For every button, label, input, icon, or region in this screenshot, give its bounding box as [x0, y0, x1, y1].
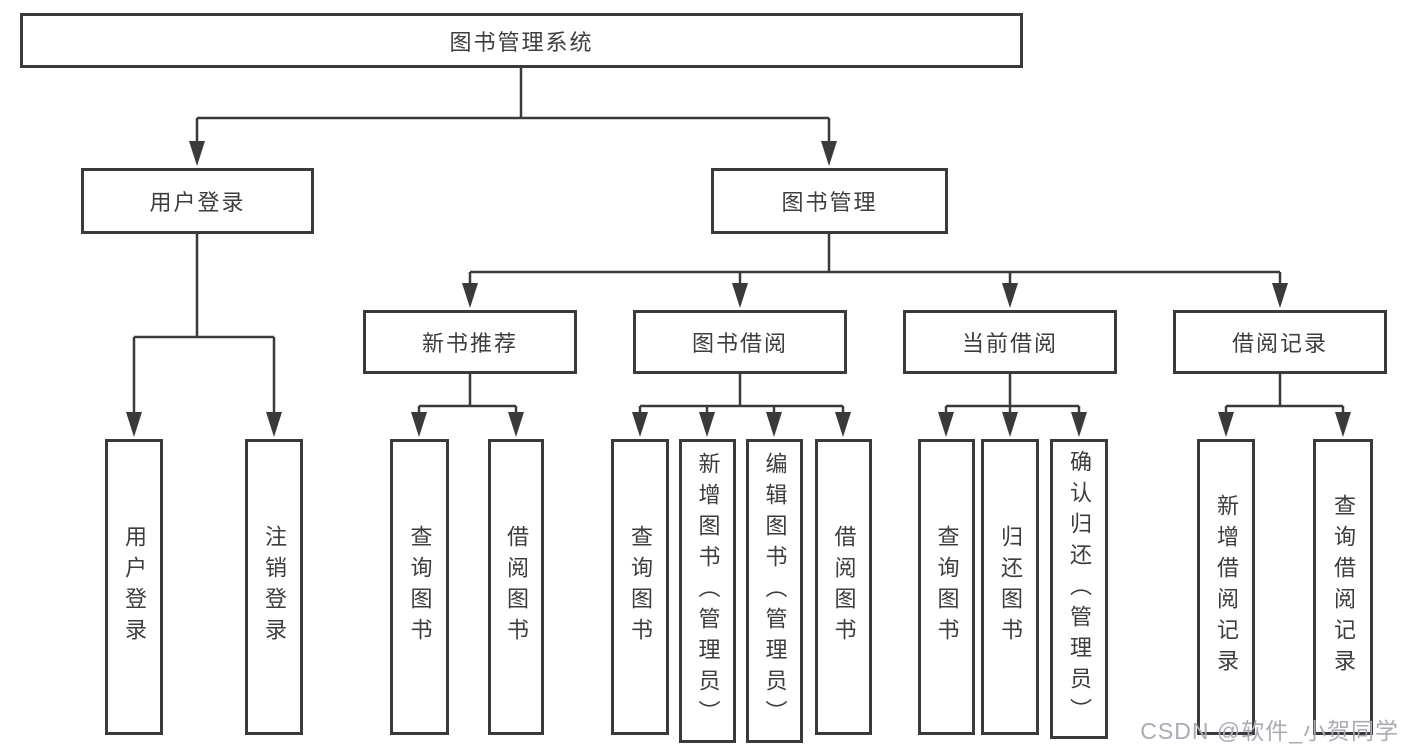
arrowhead-icon [1071, 412, 1087, 437]
node-leaf-return-books: 归还图书 [981, 439, 1039, 735]
arrowhead-icon [835, 412, 851, 437]
node-label: 新增图书（管理员） [695, 451, 721, 731]
arrowhead-icon [266, 412, 282, 437]
node-label: 查询图书 [628, 525, 653, 649]
arrowhead-icon [632, 412, 648, 437]
node-label: 图书管理系统 [449, 29, 594, 55]
node-leaf-query-books-current: 查询图书 [918, 439, 975, 735]
arrowhead-icon [189, 141, 205, 166]
node-label: 用户登录 [149, 190, 246, 215]
arrowhead-icon [1335, 412, 1351, 437]
node-current-borrowing: 当前借阅 [903, 310, 1117, 374]
connector-branch-lines [132, 68, 1345, 413]
node-label: 编辑图书（管理员） [762, 451, 788, 731]
node-label: 新增借阅记录 [1214, 494, 1239, 680]
node-label: 用户登录 [122, 525, 147, 649]
node-leaf-add-book-admin: 新增图书（管理员） [679, 439, 736, 743]
node-label: 确认归还（管理员） [1067, 449, 1092, 729]
connector-new-book-group [417, 374, 518, 413]
arrowhead-icon [699, 412, 715, 437]
arrowhead-icon [462, 283, 478, 308]
node-book-management: 图书管理 [711, 168, 948, 234]
node-label: 查询图书 [934, 525, 960, 649]
node-label: 图书管理 [781, 190, 878, 215]
arrowhead-icon [766, 412, 782, 437]
csdn-watermark: CSDN @软件_小贺同学 [1140, 718, 1399, 744]
node-root-system: 图书管理系统 [20, 13, 1023, 68]
node-leaf-add-borrow-record: 新增借阅记录 [1197, 439, 1255, 735]
arrowhead-icon [732, 283, 748, 308]
node-user-login: 用户登录 [81, 168, 314, 234]
node-label: 当前借阅 [961, 331, 1058, 356]
node-label: 借阅记录 [1231, 331, 1328, 356]
arrowhead-icon [821, 141, 837, 166]
node-leaf-user-login: 用户登录 [105, 439, 163, 735]
arrowheads [126, 141, 1351, 437]
connector-root-to-level1 [195, 68, 831, 144]
connector-book-borrow-group [638, 374, 845, 413]
arrowhead-icon [1218, 412, 1234, 437]
node-label: 借阅图书 [831, 525, 857, 649]
arrowhead-icon [1272, 283, 1288, 308]
node-borrowing-records: 借阅记录 [1173, 310, 1387, 374]
connector-current-borrow-group [944, 374, 1081, 413]
node-label: 注销登录 [262, 525, 287, 649]
node-leaf-query-borrow-record: 查询借阅记录 [1313, 439, 1373, 735]
arrowhead-icon [1002, 412, 1018, 437]
node-leaf-edit-book-admin: 编辑图书（管理员） [746, 439, 803, 743]
arrowhead-icon [1002, 283, 1018, 308]
node-new-book-recommend: 新书推荐 [363, 310, 577, 374]
arrowhead-icon [411, 412, 427, 437]
node-leaf-query-books-borrowing: 查询图书 [611, 439, 669, 735]
connector-borrow-records-group [1224, 374, 1345, 413]
node-leaf-query-books-recommend: 查询图书 [390, 439, 449, 735]
node-label: 归还图书 [998, 525, 1023, 649]
node-label: 图书借阅 [691, 331, 788, 356]
connector-user-login-group [132, 234, 276, 413]
node-leaf-borrow-books-borrowing: 借阅图书 [815, 439, 872, 735]
node-leaf-logout: 注销登录 [245, 439, 303, 735]
node-label: 借阅图书 [504, 525, 529, 649]
arrowhead-icon [126, 412, 142, 437]
node-label: 查询借阅记录 [1331, 494, 1356, 680]
arrowhead-icon [508, 412, 524, 437]
node-label: 新书推荐 [421, 331, 518, 356]
node-label: 查询图书 [407, 525, 433, 649]
node-leaf-confirm-return-admin: 确认归还（管理员） [1050, 439, 1108, 739]
connector-book-mgmt-to-modules [468, 234, 1282, 285]
node-leaf-borrow-books-recommend: 借阅图书 [488, 439, 544, 735]
arrowhead-icon [938, 412, 954, 437]
node-book-borrowing: 图书借阅 [633, 310, 847, 374]
